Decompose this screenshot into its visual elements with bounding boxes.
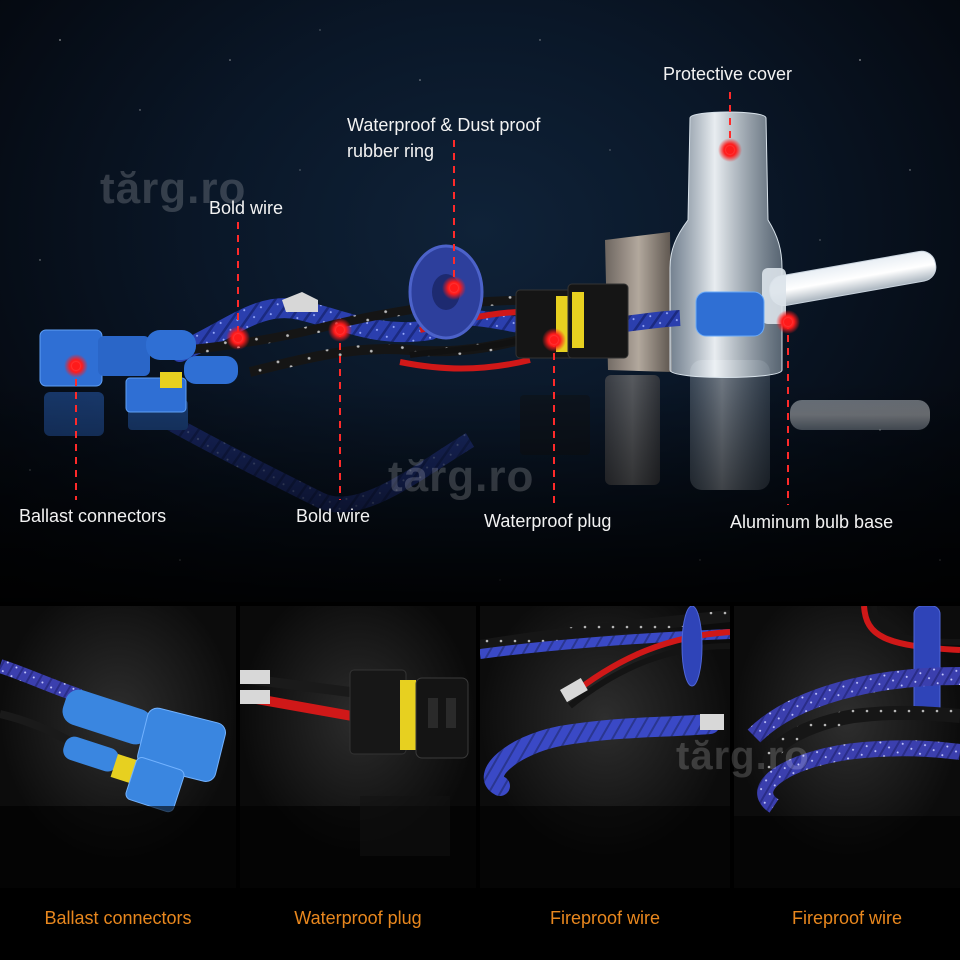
label-protective-cover: Protective cover <box>663 64 793 84</box>
detail-panels: tărg.ro Ballast connectors Waterproof pl… <box>0 602 960 960</box>
waterproof-plug-closeup <box>240 606 476 888</box>
fireproof-wire-closeup-2 <box>734 606 960 888</box>
label-ballast-connectors: Ballast connectors <box>19 506 167 526</box>
detail-panel-ballast-connectors <box>0 606 236 888</box>
caption-ballast-connectors: Ballast connectors <box>44 908 192 928</box>
label-rubber-ring: Waterproof & Dust proof rubber ring <box>347 115 541 161</box>
ballast-connectors-closeup <box>0 606 236 888</box>
xenon-kit-illustration <box>0 29 960 602</box>
hero-product-photo: tărg.ro tărg.ro Protective cover Waterpr… <box>0 0 960 602</box>
detail-panel-waterproof-plug <box>240 606 476 888</box>
watermark-top: tărg.ro <box>100 164 247 213</box>
label-bold-wire-top: Bold wire <box>209 198 284 218</box>
detail-panel-fireproof-wire-1 <box>480 606 730 888</box>
caption-waterproof-plug: Waterproof plug <box>294 908 422 928</box>
label-aluminum-base: Aluminum bulb base <box>730 512 894 532</box>
label-waterproof-plug: Waterproof plug <box>484 511 612 531</box>
xenon-bulb <box>769 250 937 307</box>
fireproof-wire-closeup-1 <box>480 606 730 888</box>
bulb-socket-connector <box>695 291 765 337</box>
callout-lines <box>75 92 789 505</box>
watermark-middle: tărg.ro <box>388 452 535 501</box>
callout-dots <box>64 138 800 378</box>
detail-panel-fireproof-wire-2 <box>734 606 960 888</box>
caption-fireproof-wire-2: Fireproof wire <box>791 908 903 928</box>
label-bold-wire-bottom: Bold wire <box>296 506 371 526</box>
caption-fireproof-wire-1: Fireproof wire <box>549 908 661 928</box>
watermark-bottom: tărg.ro <box>676 734 810 778</box>
